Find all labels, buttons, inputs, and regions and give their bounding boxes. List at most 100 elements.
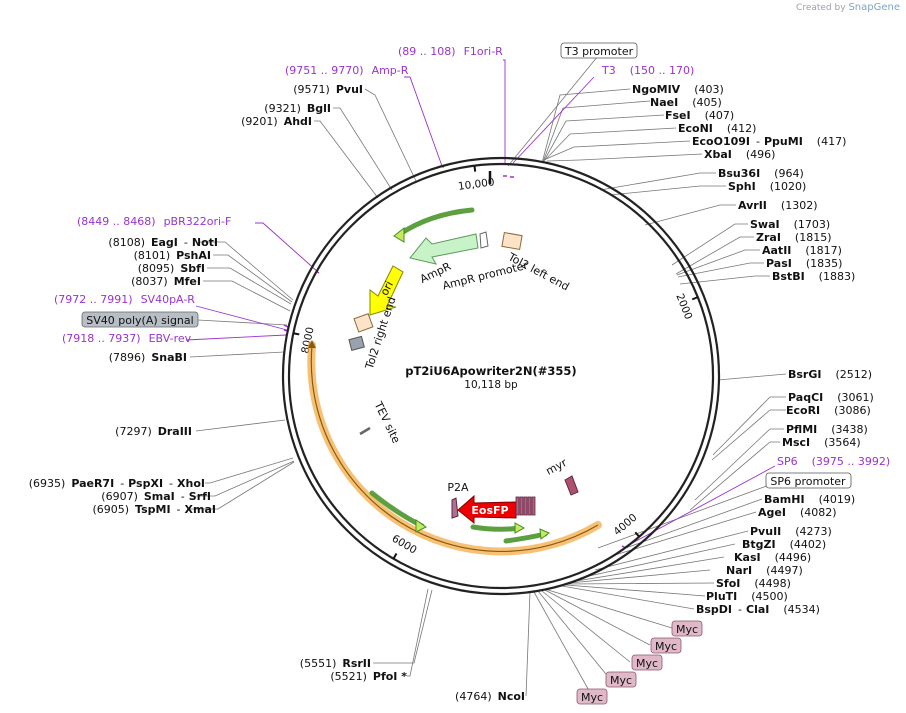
site-xbai: XbaI(496) (704, 148, 775, 161)
orange-feature-arc-core (310, 344, 599, 553)
green-arrow-heads (393, 226, 550, 540)
site-avrii: AvrII(1302) (738, 199, 817, 212)
myc-box: Myc (605, 671, 637, 688)
site-pshai: (8101)PshAI (134, 249, 211, 262)
site-paqci: PaqCI(3061) (788, 391, 874, 404)
site-ncoi: (4764)NcoI (455, 690, 525, 703)
site-msci: MscI(3564) (782, 436, 861, 449)
ampr-feature (409, 233, 479, 265)
green-arrow-top (397, 207, 475, 237)
backbone-inner (287, 162, 715, 590)
tick-mark (691, 296, 699, 301)
myc-label: Myc (581, 691, 603, 704)
site-mfei: (8037)MfeI (131, 275, 201, 288)
site-eagi: (8108)EagI-NotI (108, 236, 218, 249)
left-site-labels: (9571)PvuI (9321)BglI (9201)AhdI (8108)E… (29, 83, 525, 703)
myc-box: Myc (576, 688, 608, 705)
tol2-right-end-feature (353, 313, 374, 333)
site-pluti: PluTI(4500) (706, 590, 788, 603)
ampr-promoter-feature (479, 231, 489, 249)
myc-box: Myc (631, 654, 663, 671)
site-agei: AgeI(4082) (758, 506, 837, 519)
site-sfoi: SfoI(4498) (716, 577, 791, 590)
site-bsu36i: Bsu36I(964) (718, 167, 804, 180)
primer-sp6: SP6(3975 .. 3992) (777, 455, 890, 468)
tick-label: 2000 (673, 292, 694, 321)
primer-f1ori-r: (89 .. 108)F1ori-R (398, 45, 503, 58)
primer-t3: T3(150 .. 170) (601, 64, 694, 77)
backbone-outer (281, 156, 721, 596)
site-bsrgi: BsrGI(2512) (788, 368, 872, 381)
primer-ebv-rev: (7918 .. 7937)EBV-rev (62, 332, 192, 345)
t3-promoter-label: T3 promoter (564, 45, 634, 58)
primer-labels: (89 .. 108)F1ori-R (9751 .. 9770)Amp-R T… (54, 45, 890, 468)
site-pflmi: PflMI(3438) (786, 423, 868, 436)
site-pfoi: (5521)PfoI * (330, 670, 407, 683)
primer-lines (185, 59, 776, 547)
primer-amp-r: (9751 .. 9770)Amp-R (285, 64, 409, 77)
orange-arc-arrowhead (308, 340, 316, 348)
site-draiii: (7297)DraIII (115, 425, 192, 438)
site-rsrii: (5551)RsrII (300, 657, 371, 670)
tev-site-feature (359, 426, 371, 436)
tev-site-label: TEV site (371, 399, 403, 446)
site-ahdi: (9201)AhdI (241, 115, 312, 128)
site-ngomiv: NgoMIV(403) (632, 83, 724, 96)
snapgene-credit: Created by SnapGene (796, 2, 900, 13)
myc-label: Myc (676, 623, 698, 636)
ampr-promoter-label: AmpR promoter (441, 259, 529, 293)
myc-boxes: Myc Myc Myc Myc Myc (576, 620, 703, 705)
t3-promoter-box: T3 promoter (560, 42, 638, 59)
credit-brand: SnapGene (848, 2, 900, 13)
eosfp-label: EosFP (471, 504, 508, 517)
primer-pbr322ori-f: (8449 .. 8468)pBR322ori-F (77, 215, 231, 228)
ori-feature (369, 265, 404, 316)
site-bgli: (9321)BglI (264, 102, 331, 115)
myc-label: Myc (610, 674, 632, 687)
site-nari: NarI(4497) (726, 564, 803, 577)
plasmid-name: pT2iU6Apowriter2N(#355) (405, 364, 576, 378)
site-zrai: ZraI(1815) (756, 231, 832, 244)
plasmid-size: 10,118 bp (464, 379, 518, 391)
green-arrow-mid (470, 524, 523, 532)
myc-label: Myc (636, 657, 658, 670)
grey-feature (348, 335, 365, 351)
site-btgzi: BtgZI(4402) (742, 538, 826, 551)
right-site-labels: NgoMIV(403) NaeI(405) FseI(407) EcoNI(41… (632, 83, 874, 616)
green-arrow-right (503, 531, 548, 544)
site-tspmi: (6905)TspMI-XmaI (92, 503, 216, 516)
myc-label: Myc (655, 640, 677, 653)
leader-lines (188, 55, 787, 697)
tick-mark (293, 332, 300, 336)
site-sphi: SphI(1020) (728, 180, 806, 193)
tick-label: 6000 (390, 533, 419, 557)
site-pvui: (9571)PvuI (293, 83, 363, 96)
site-smai: (6907)SmaI-SrfI (101, 490, 211, 503)
myc-box: Myc (650, 637, 682, 654)
site-paer7i: (6935)PaeR7I-PspXI-XhoI (29, 477, 205, 490)
tol2-left-end-feature (501, 231, 523, 251)
site-bspdi: BspDI-ClaI(4534) (696, 603, 820, 616)
site-pasi: PasI(1835) (766, 257, 842, 270)
tick-mark (473, 165, 477, 172)
sv40-polya-label: SV40 poly(A) signal (86, 314, 193, 327)
myc-stack (515, 496, 536, 516)
site-ecori: EcoRI(3086) (786, 404, 871, 417)
site-aatii: AatII(1817) (762, 244, 842, 257)
site-snabi: (7896)SnaBI (109, 351, 187, 364)
site-econi: EcoNI(412) (678, 122, 756, 135)
eosfp-feature (457, 494, 517, 525)
primer-sv40pa-r: (7972 .. 7991)SV40pA-R (54, 293, 195, 306)
p2a-feature (451, 497, 459, 519)
ori-label: ori (378, 279, 396, 298)
myr-label: myr (544, 456, 570, 478)
sp6-promoter-label: SP6 promoter (770, 475, 846, 488)
p2a-label: P2A (447, 481, 469, 494)
site-sbfi: (8095)SbfI (138, 262, 205, 275)
myr-feature (564, 475, 579, 496)
tick-label: 10,000 (457, 176, 495, 193)
site-kasi: KasI(4496) (734, 551, 811, 564)
credit-prefix: Created by (796, 3, 846, 13)
site-fsei: FseI(407) (665, 109, 734, 122)
